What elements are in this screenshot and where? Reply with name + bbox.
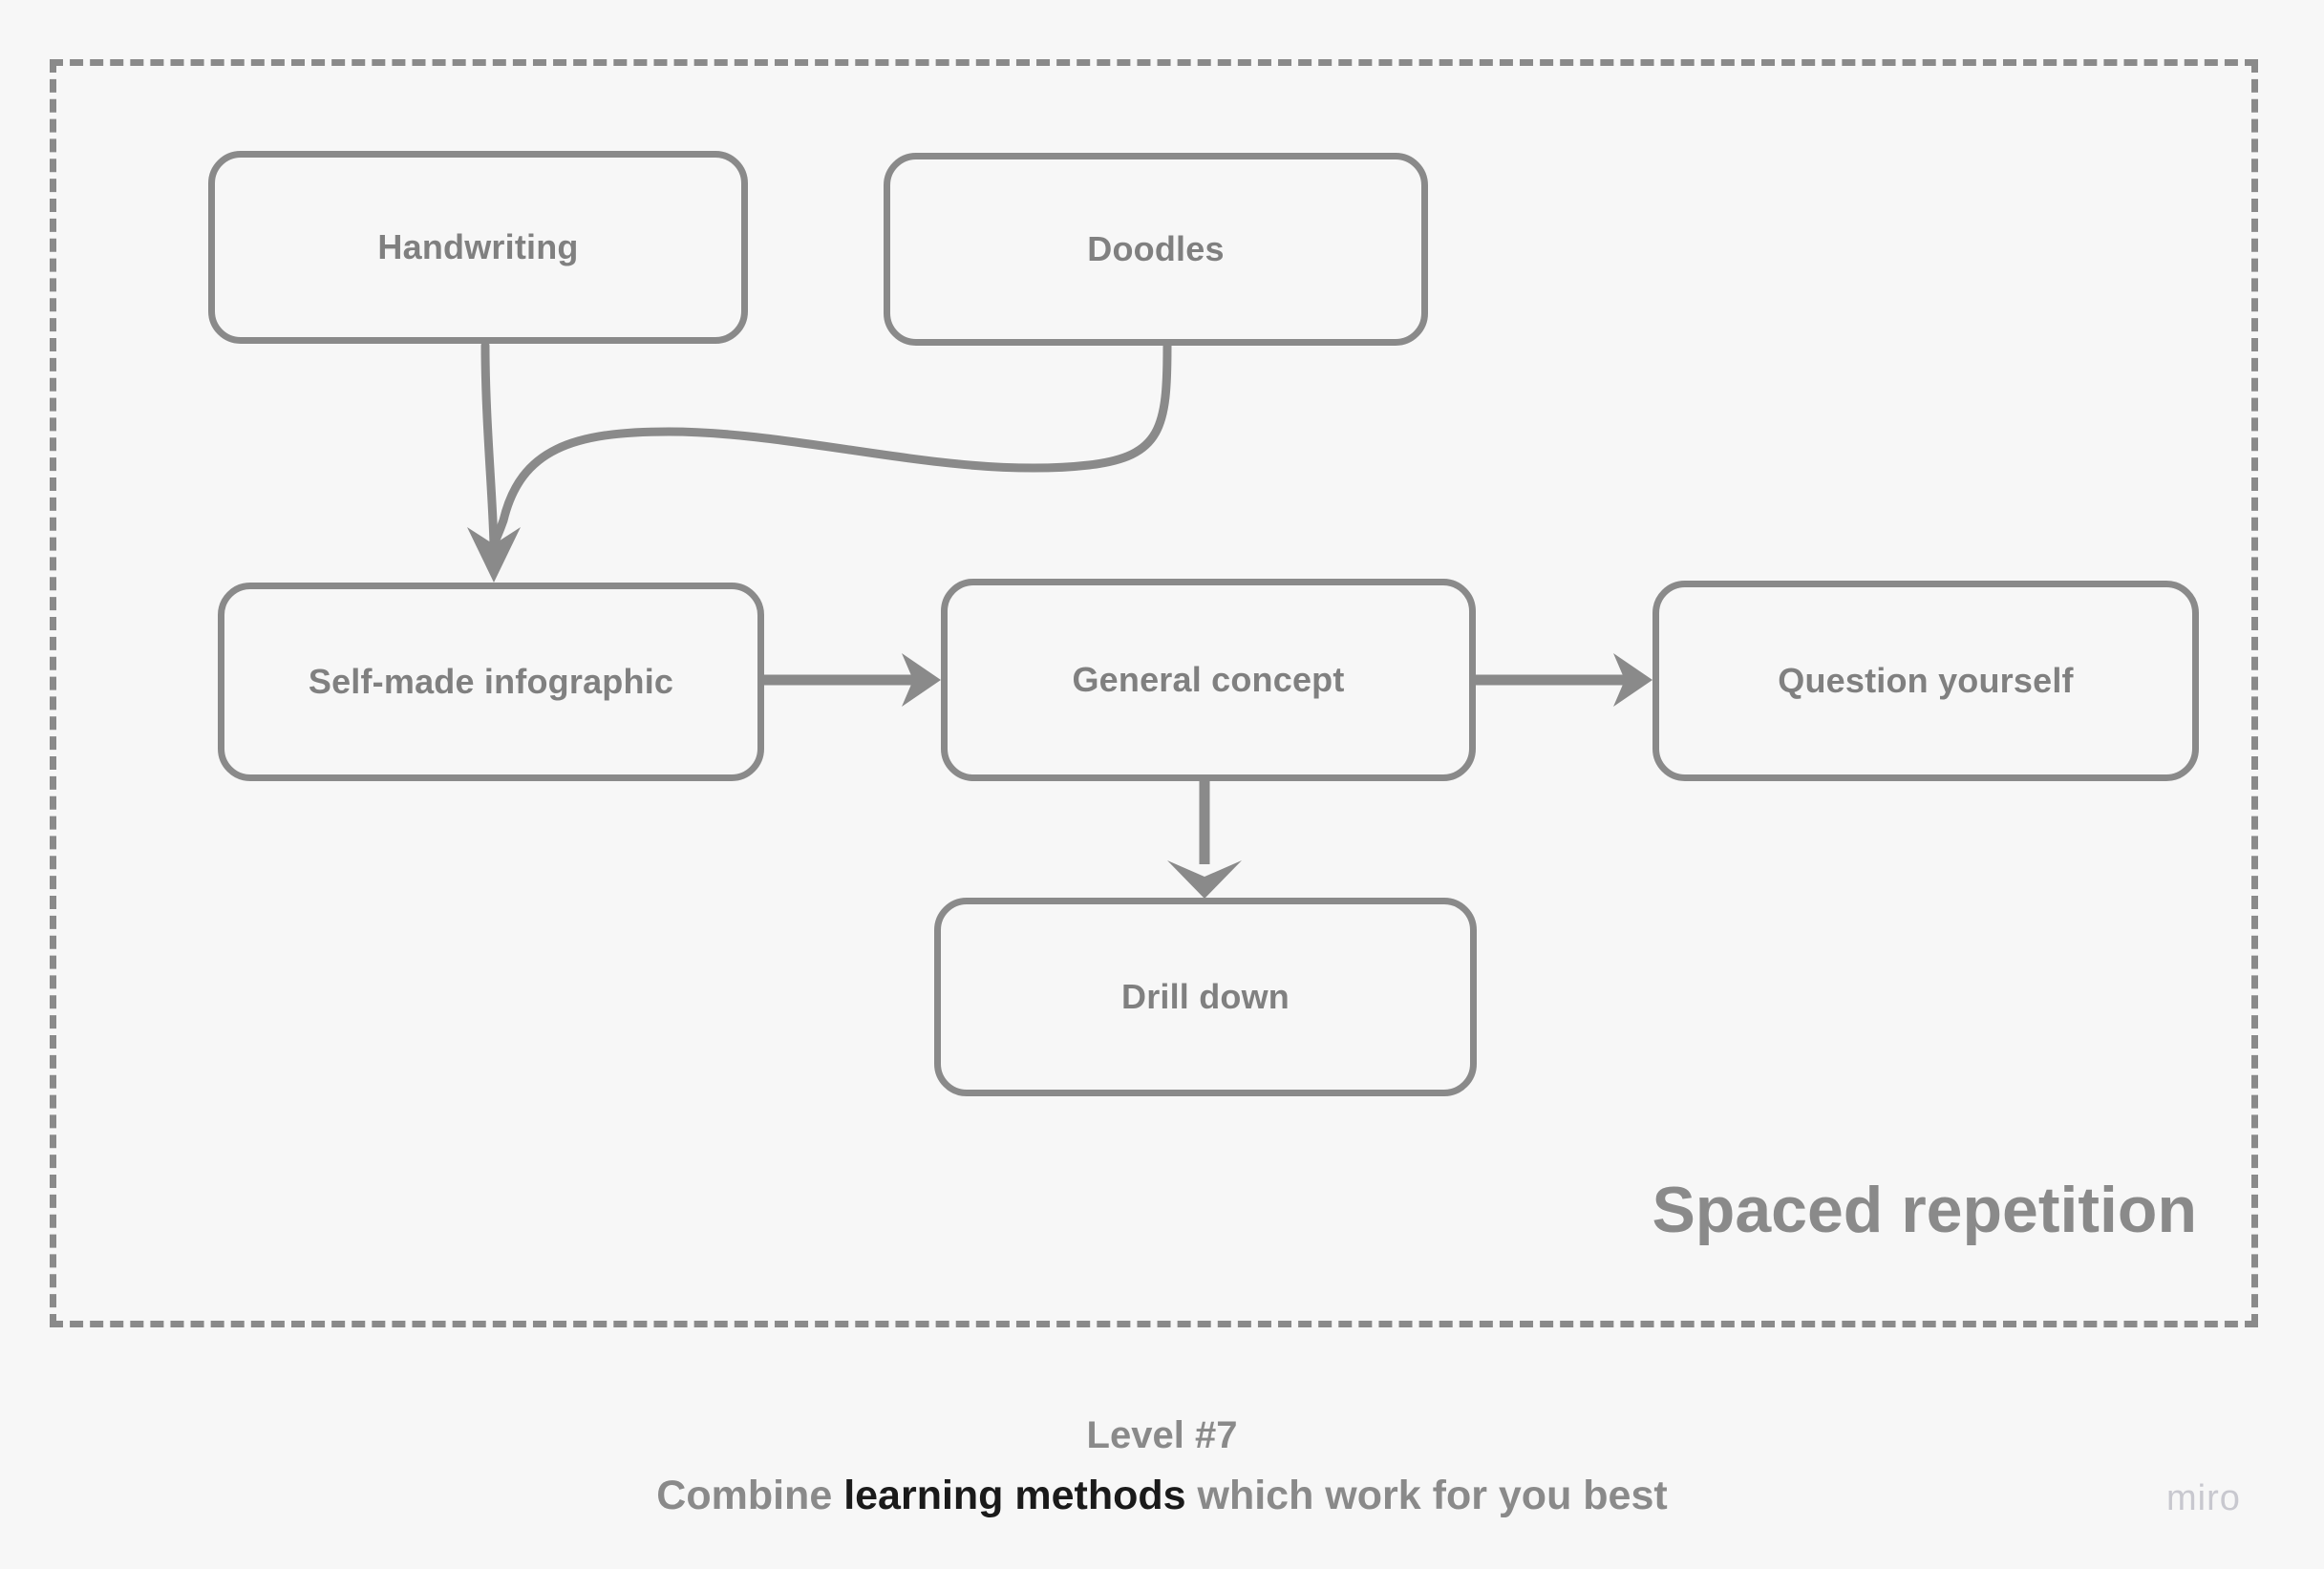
frame-title: Spaced repetition [1652, 1174, 2197, 1246]
node-general-concept-label: General concept [1072, 660, 1345, 700]
node-question-yourself-label: Question yourself [1778, 661, 2074, 701]
node-doodles-label: Doodles [1087, 229, 1225, 269]
node-self-made-infographic-label: Self-made infographic [308, 662, 674, 702]
caption-subtitle: Combine learning methods which work for … [0, 1471, 2324, 1522]
node-handwriting[interactable]: Handwriting [208, 151, 748, 344]
node-drill-down[interactable]: Drill down [934, 898, 1477, 1096]
caption-level: Level #7 [1086, 1414, 1238, 1456]
node-drill-down-label: Drill down [1121, 977, 1290, 1017]
node-doodles[interactable]: Doodles [884, 153, 1428, 346]
caption-block: Level #7 Combine learning methods which … [0, 1411, 2324, 1522]
node-handwriting-label: Handwriting [377, 227, 579, 267]
node-self-made-infographic[interactable]: Self-made infographic [218, 583, 764, 781]
miro-watermark: miro [2166, 1478, 2241, 1518]
node-general-concept[interactable]: General concept [941, 579, 1476, 781]
caption-subtitle-emphasis: learning methods [843, 1473, 1186, 1518]
node-question-yourself[interactable]: Question yourself [1652, 581, 2199, 781]
caption-subtitle-suffix: which work for you best [1185, 1473, 1668, 1518]
caption-subtitle-prefix: Combine [656, 1473, 844, 1518]
frame-border[interactable] [50, 59, 2258, 1327]
